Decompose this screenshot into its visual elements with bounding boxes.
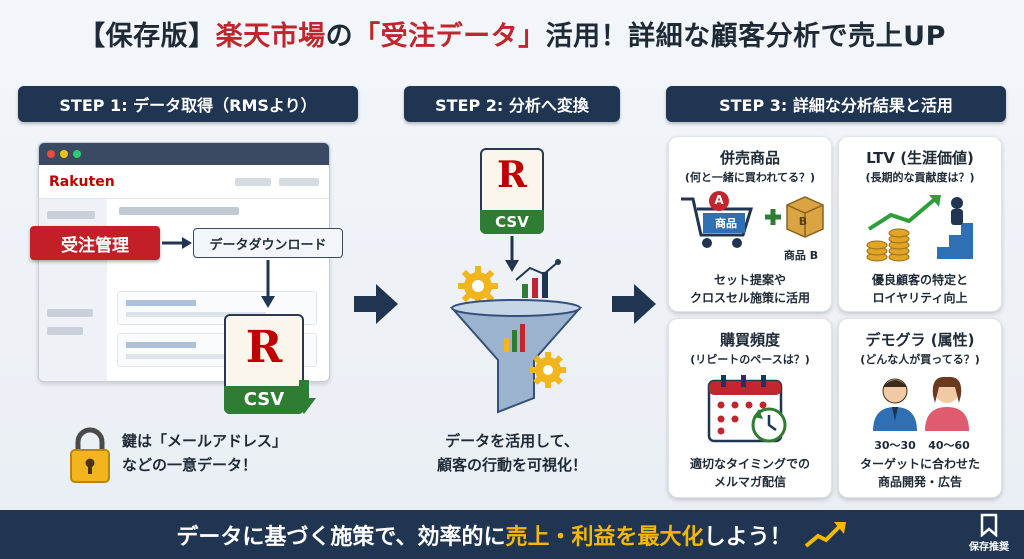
growth-chart-icon [866,195,973,262]
data-download-label: データダウンロード [193,228,343,258]
rakuten-logo: Rakuten [49,173,115,190]
key-note-line2: などの一意データ！ [122,456,258,474]
card-demographics-title: デモグラ (属性) [865,331,975,349]
people-icon [873,376,969,431]
calendar-repeat-icon [707,375,787,443]
minimize-dot-icon [60,150,68,158]
title-mid: の [325,21,354,52]
page-title: 【保存版】楽天市場の「受注データ」活用！詳細な顧客分析で売上UP [0,14,1024,53]
bookmark-icon [980,513,998,537]
step-arrow-2-icon [612,284,656,324]
arrow-right-icon [162,237,192,249]
card-cross-sell-desc2: クロスセル施策に活用 [689,291,810,305]
item-a-text: 商品 [715,217,737,230]
footer-text-2: しよう！ [703,524,792,550]
card-demographics-sub: (どんな人が買ってる？) [860,353,980,366]
card-frequency-desc1: 適切なタイミングでの [689,457,810,471]
step2-arrow-down-icon [505,236,519,272]
step1-header: STEP 1: データ取得（RMSより） [18,86,358,122]
title-suffix: 活用！詳細な顧客分析で売上UP [545,21,946,52]
title-prefix: 【保存版】 [78,21,216,52]
browser-titlebar [39,143,329,165]
card-ltv-title: LTV (生涯価値) [866,149,974,167]
step2-csv-label: CSV [480,210,544,234]
step2-csv-file-icon: R CSV [480,148,544,234]
card-frequency-title: 購買頻度 [719,331,780,349]
step2-header: STEP 2: 分析へ変換 [404,86,620,122]
card-frequency: 購買頻度 (リピートのペースは？) 適切なタイミングでの メルマガ配信 [668,318,832,498]
trend-up-icon [804,521,846,548]
card-demographics-desc1: ターゲットに合わせた [859,457,980,471]
card-cross-sell-desc1: セット提案や [713,273,786,287]
analysis-funnel-icon [449,259,583,414]
card-cross-sell-title: 併売商品 [719,149,780,167]
footer-banner: データに基づく施策で、効率的に売上・利益を最大化しよう！ [0,510,1024,559]
csv-label: CSV [224,386,304,414]
card-frequency-sub: (リピートのペースは？) [690,353,810,366]
title-red1: 楽天市場 [215,21,326,52]
card-ltv: LTV (生涯価値) (長期的な貢献度は？) 優良顧客の特定と ロイヤリティ向上 [838,136,1002,312]
card-demographics-desc2: 商品開発・広告 [877,475,962,489]
age-range-2: 40〜60 [928,439,970,452]
order-management-label: 受注管理 [30,226,160,260]
footer-highlight: 売上・利益を最大化 [505,524,704,550]
step2-r-icon: R [497,154,527,196]
title-red2: 「受注データ」 [353,21,546,52]
padlock-icon [70,427,110,483]
item-b-text: 商品 B [783,249,819,262]
step3-header: STEP 3: 詳細な分析結果と活用 [666,86,1006,122]
step-arrow-1-icon [354,284,398,324]
card-cross-sell-sub: (何と一緒に買われてる？) [684,171,816,184]
rms-browser-window: Rakuten [38,142,330,382]
footer-text-1: データに基づく施策で、効率的に [176,524,506,550]
card-ltv-desc1: 優良顧客の特定と [871,273,968,287]
key-note-line1: 鍵は「メールアドレス」 [122,432,288,450]
item-a-label: A [714,193,724,207]
card-demographics: デモグラ (属性) (どんな人が買ってる？) 30〜30 40〜60 ターゲット… [838,318,1002,498]
shopping-cart-icon [681,191,824,248]
step2-caption-line2: 顧客の行動を可視化！ [436,456,587,474]
download-arrow-icon [292,380,316,414]
csv-file-icon: R CSV [224,314,304,414]
card-ltv-desc2: ロイヤリティ向上 [872,291,968,305]
close-dot-icon [47,150,55,158]
step2-caption-line1: データを活用して、 [445,432,579,450]
card-frequency-desc2: メルマガ配信 [713,475,786,489]
card-ltv-sub: (長期的な貢献度は？) [865,171,975,184]
age-range-1: 30〜30 [874,439,916,452]
arrow-down-icon [261,260,275,308]
save-recommended-badge[interactable]: 保存推奨 [962,513,1016,553]
item-b-label: B [798,215,808,228]
rakuten-r-icon: R [245,322,283,373]
maximize-dot-icon [73,150,81,158]
save-recommended-label: 保存推奨 [969,542,1009,553]
card-cross-sell: 併売商品 (何と一緒に買われてる？) A 商品 B 商品 B セット提案や クロ… [668,136,832,312]
